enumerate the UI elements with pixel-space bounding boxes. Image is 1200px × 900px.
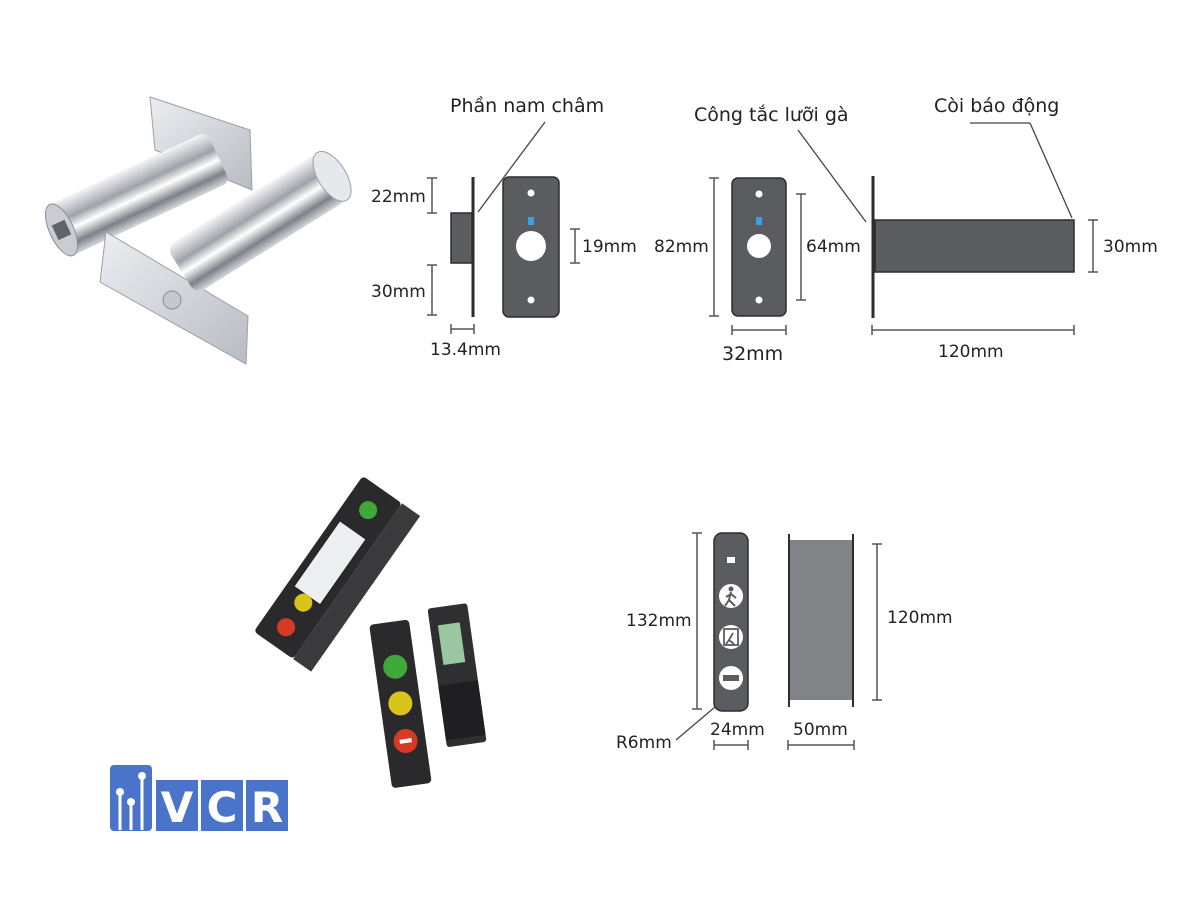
no-entry-icon xyxy=(719,666,743,690)
latch-switch-label: Công tắc lưỡi gà xyxy=(694,103,849,126)
exit-device-face xyxy=(713,532,749,712)
door-exit-icon xyxy=(719,625,743,649)
dim-30mm-lower: 30mm xyxy=(371,282,426,302)
logo-letter-r: R xyxy=(251,783,283,832)
dim-50mm: 50mm xyxy=(793,720,848,740)
exit-device-product-image xyxy=(255,477,487,788)
dim-64mm: 64mm xyxy=(806,237,861,257)
dim-13-4mm: 13.4mm xyxy=(430,340,501,360)
dim-120mm-siren: 120mm xyxy=(938,342,1004,362)
alarm-siren-label: Còi báo động xyxy=(934,95,1059,117)
exit-device-drawing: 132mm R6mm 24mm 1 xyxy=(616,532,953,753)
dim-132mm: 132mm xyxy=(626,611,692,631)
dim-24mm: 24mm xyxy=(710,720,765,740)
dim-22mm: 22mm xyxy=(371,187,426,207)
magnet-part-drawing: Phần nam châm 22mm 30mm 13.4mm 19mm xyxy=(371,95,637,360)
dim-19mm: 19mm xyxy=(582,237,637,257)
dim-120mm-body: 120mm xyxy=(887,608,953,628)
dim-30mm-siren: 30mm xyxy=(1103,237,1158,257)
alarm-siren-drawing: Còi báo động 30mm 120mm xyxy=(871,95,1158,362)
latch-switch-drawing: Công tắc lưỡi gà 82mm 64mm 32mm xyxy=(654,103,867,365)
magnet-side-block xyxy=(450,212,473,264)
dim-82mm: 82mm xyxy=(654,237,709,257)
dim-32mm: 32mm xyxy=(722,343,783,365)
logo-letter-c: C xyxy=(207,783,238,832)
logo-letter-v: V xyxy=(161,783,194,832)
vcr-logo: V C R xyxy=(110,765,288,832)
magnet-part-label: Phần nam châm xyxy=(450,95,604,117)
dim-r6mm: R6mm xyxy=(616,733,672,753)
magnetic-lock-product-image xyxy=(44,96,352,365)
siren-body xyxy=(874,219,1075,273)
exit-device-body xyxy=(789,540,853,700)
walking-person-icon xyxy=(719,584,743,608)
